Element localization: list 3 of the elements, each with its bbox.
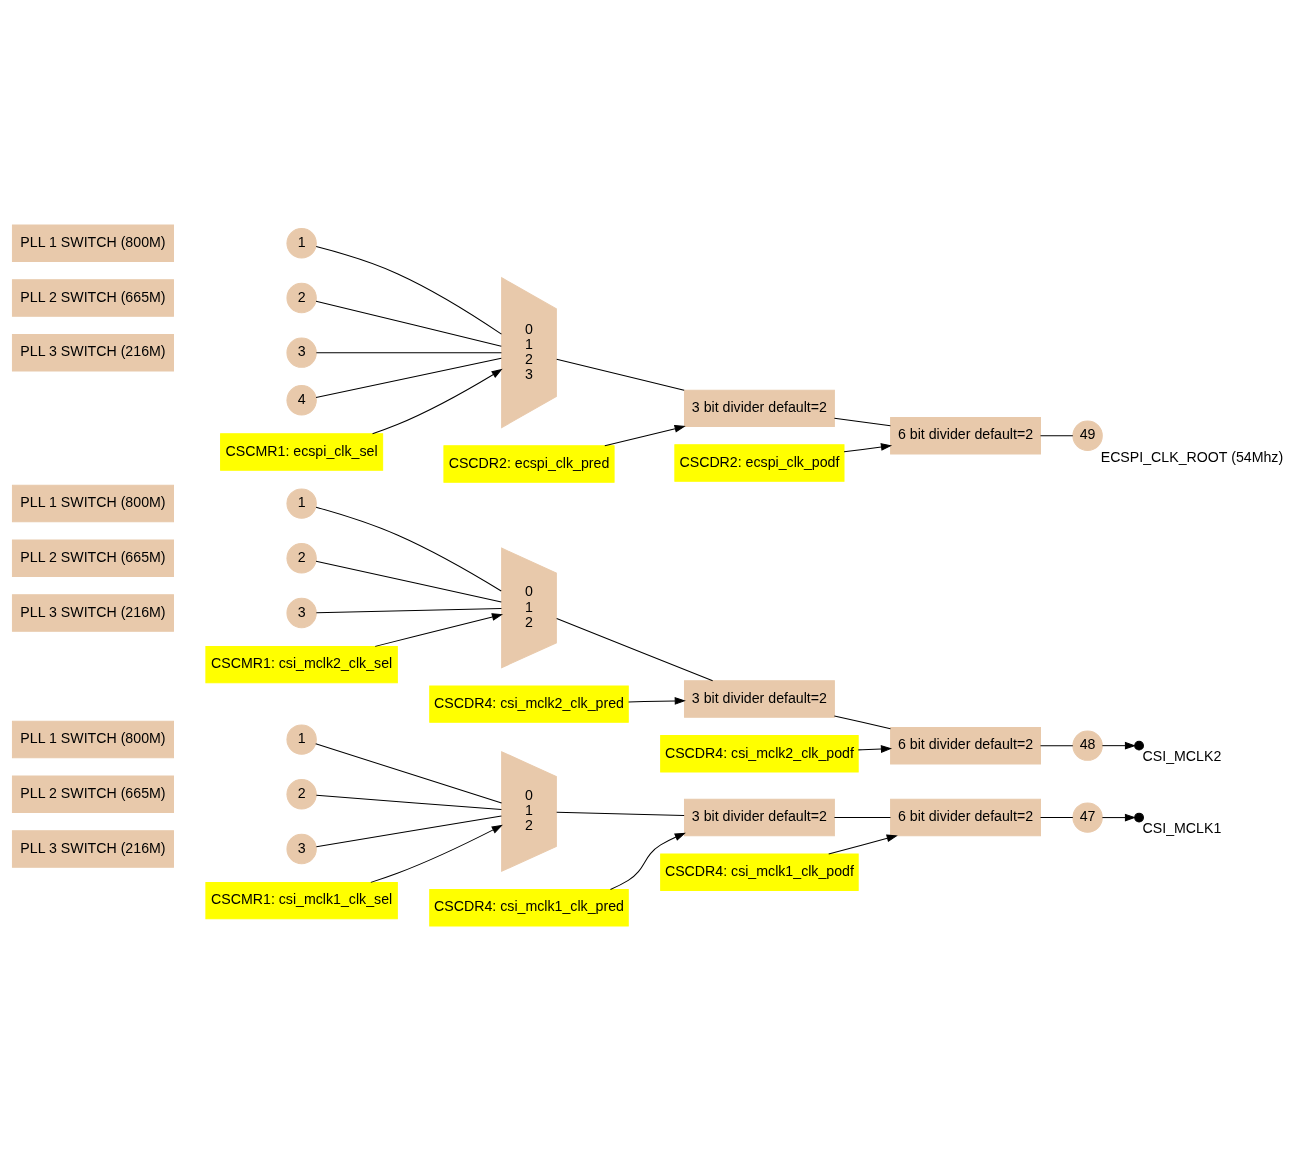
node-label: CSI_MCLK1 — [1142, 820, 1222, 837]
node-label: ECSPI_CLK_ROOT (54Mhz) — [1100, 448, 1284, 465]
node-label: CSI_MCLK2 — [1142, 748, 1222, 765]
